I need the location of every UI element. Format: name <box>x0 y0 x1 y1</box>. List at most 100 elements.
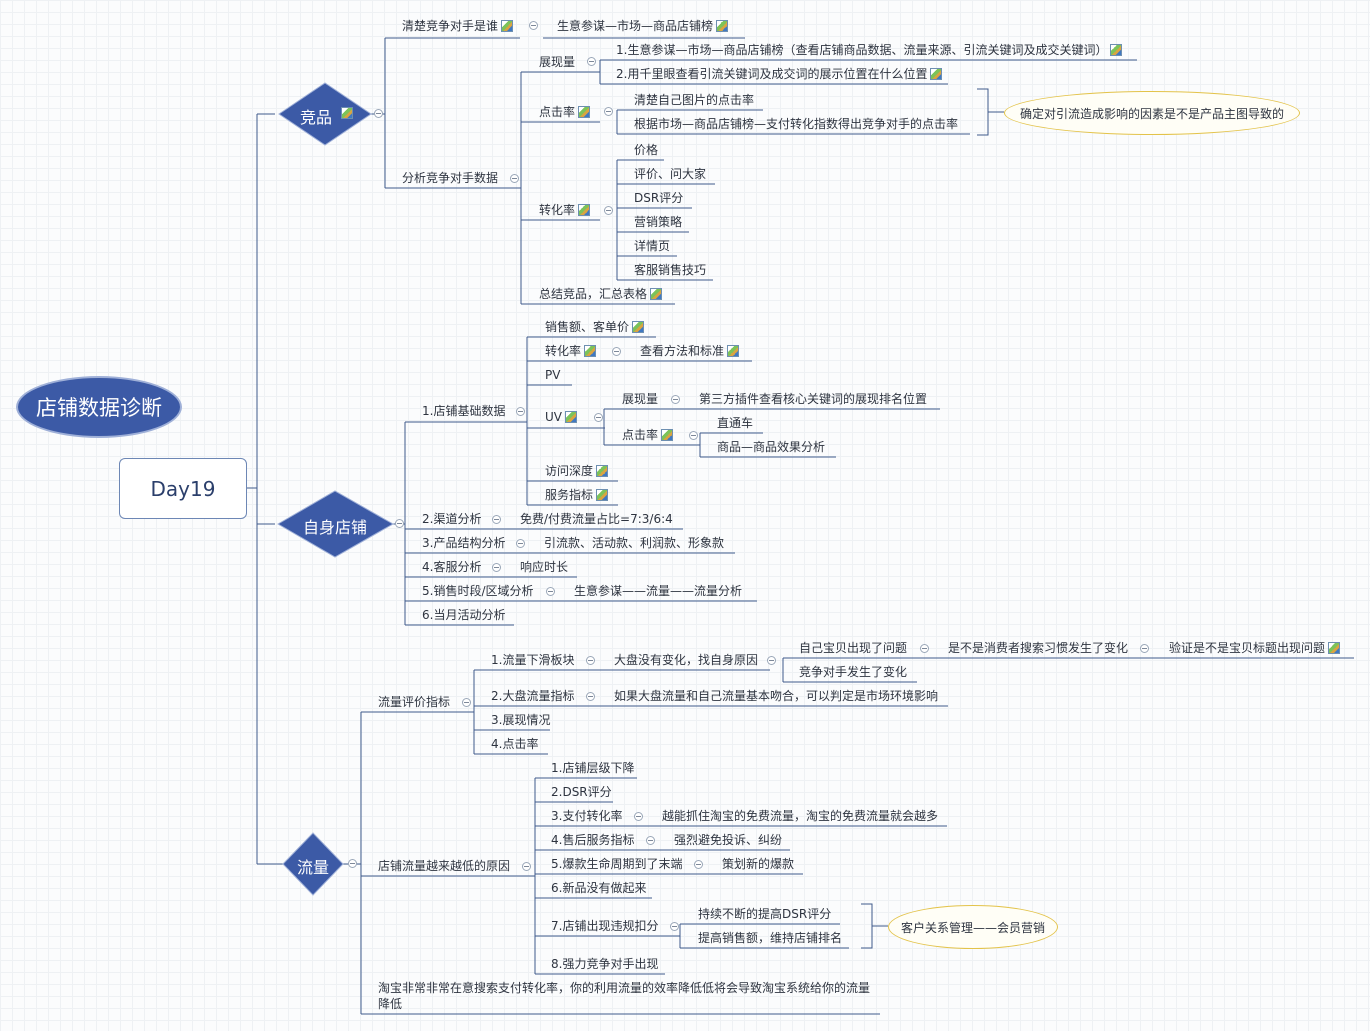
collapse-icon[interactable] <box>594 413 603 422</box>
node[interactable]: 提高销售额，维持店铺排名 <box>698 931 843 945</box>
node[interactable]: 清楚竞争对手是谁 <box>402 19 514 33</box>
collapse-icon[interactable] <box>492 563 501 572</box>
collapse-icon[interactable] <box>586 656 595 665</box>
node[interactable]: 点击率 <box>539 105 591 119</box>
node[interactable]: 3.展现情况 <box>491 713 551 727</box>
collapse-icon[interactable] <box>522 862 531 871</box>
collapse-icon[interactable] <box>510 174 519 183</box>
node[interactable]: 直通车 <box>717 416 754 430</box>
collapse-icon[interactable] <box>646 836 655 845</box>
collapse-icon[interactable] <box>587 57 596 66</box>
node[interactable]: 1.流量下滑板块 <box>491 653 575 667</box>
collapse-icon[interactable] <box>462 698 471 707</box>
node[interactable]: 竞争对手发生了变化 <box>799 665 908 679</box>
node[interactable]: 5.爆款生命周期到了末端 <box>551 857 683 871</box>
node-text[interactable]: 淘宝非常非常在意搜索支付转化率，你的利用流量的效率降低低将会导致淘宝系统给你的流… <box>378 981 871 995</box>
collapse-icon[interactable] <box>395 519 404 528</box>
node[interactable]: 2.DSR评分 <box>551 785 612 799</box>
image-icon[interactable] <box>727 345 740 357</box>
collapse-icon[interactable] <box>529 21 538 30</box>
image-icon[interactable] <box>578 106 591 118</box>
node[interactable]: 策划新的爆款 <box>722 857 795 871</box>
node[interactable]: 2.用千里眼查看引流关键词及成交词的展示位置在什么位置 <box>616 67 943 81</box>
collapse-icon[interactable] <box>516 407 525 416</box>
node[interactable]: 自己宝贝出现了问题 <box>799 641 908 655</box>
image-icon[interactable] <box>632 321 645 333</box>
image-icon[interactable] <box>1328 642 1341 654</box>
branch-jingpin-label[interactable]: 竞品 <box>300 108 333 127</box>
node[interactable]: 4.售后服务指标 <box>551 833 635 847</box>
node[interactable]: 转化率 <box>545 344 597 358</box>
collapse-icon[interactable] <box>586 692 595 701</box>
collapse-icon[interactable] <box>689 431 698 440</box>
node[interactable]: 服务指标 <box>545 488 609 502</box>
image-icon[interactable] <box>565 411 577 423</box>
node[interactable]: 7.店铺出现违规扣分 <box>551 919 659 933</box>
node[interactable]: 2.大盘流量指标 <box>491 689 575 703</box>
collapse-icon[interactable] <box>767 656 776 665</box>
node[interactable]: 免费/付费流量占比=7:3/6:4 <box>520 512 673 526</box>
root-node[interactable]: 店铺数据诊断 <box>16 376 182 438</box>
node[interactable]: 生意参谋——流量——流量分析 <box>574 584 743 598</box>
node[interactable]: 4.点击率 <box>491 737 539 751</box>
image-icon[interactable] <box>584 345 597 357</box>
node[interactable]: 第三方插件查看核心关键词的展现排名位置 <box>699 392 928 406</box>
image-icon[interactable] <box>1110 44 1123 56</box>
list-item[interactable]: 详情页 <box>634 239 671 253</box>
node[interactable]: 1.店铺层级下降 <box>551 761 635 775</box>
node[interactable]: 2.渠道分析 <box>422 512 482 526</box>
node-text[interactable]: 降低 <box>378 997 403 1011</box>
node[interactable]: 8.强力竞争对手出现 <box>551 957 659 971</box>
node[interactable]: 3.支付转化率 <box>551 809 623 823</box>
collapse-icon[interactable] <box>694 860 703 869</box>
list-item[interactable]: 价格 <box>634 143 659 157</box>
node[interactable]: 大盘没有变化，找自身原因 <box>614 653 759 667</box>
image-icon[interactable] <box>341 107 353 119</box>
collapse-icon[interactable] <box>612 347 621 356</box>
image-icon[interactable] <box>716 20 729 32</box>
collapse-icon[interactable] <box>671 395 680 404</box>
node[interactable]: 生意参谋—市场—商品店铺榜 <box>557 19 729 33</box>
node[interactable]: 点击率 <box>622 428 674 442</box>
branch-zishen-label[interactable]: 自身店铺 <box>303 518 368 537</box>
summary-note[interactable]: 确定对引流造成影响的因素是不是产品主图导致的 <box>1004 91 1300 135</box>
node[interactable]: 查看方法和标准 <box>640 344 740 358</box>
node[interactable]: 访问深度 <box>545 464 609 478</box>
collapse-icon[interactable] <box>920 644 929 653</box>
branch-liuliang-label[interactable]: 流量 <box>297 858 330 877</box>
collapse-icon[interactable] <box>1140 644 1149 653</box>
image-icon[interactable] <box>596 465 609 477</box>
image-icon[interactable] <box>596 489 609 501</box>
node[interactable]: 持续不断的提高DSR评分 <box>698 907 832 921</box>
collapse-icon[interactable] <box>516 539 525 548</box>
node[interactable]: 分析竞争对手数据 <box>402 171 499 185</box>
node[interactable]: 验证是不是宝贝标题出现问题 <box>1169 641 1341 655</box>
collapse-icon[interactable] <box>634 812 643 821</box>
collapse-icon[interactable] <box>492 515 501 524</box>
node[interactable]: 如果大盘流量和自己流量基本吻合，可以判定是市场环境影响 <box>614 689 939 703</box>
node[interactable]: 引流款、活动款、利润款、形象款 <box>544 536 725 550</box>
image-icon[interactable] <box>578 204 591 216</box>
list-item[interactable]: DSR评分 <box>634 191 684 205</box>
node[interactable]: 展现量 <box>622 392 659 406</box>
list-item[interactable]: 营销策略 <box>634 215 683 229</box>
node[interactable]: 展现量 <box>539 55 576 69</box>
collapse-icon[interactable] <box>546 587 555 596</box>
node[interactable]: 4.客服分析 <box>422 560 482 574</box>
node[interactable]: 清楚自己图片的点击率 <box>634 93 755 107</box>
node[interactable]: 商品—商品效果分析 <box>717 440 826 454</box>
collapse-icon[interactable] <box>374 109 383 118</box>
list-item[interactable]: 评价、问大家 <box>634 167 707 181</box>
image-icon[interactable] <box>661 429 674 441</box>
node[interactable]: 销售额、客单价 <box>545 320 645 334</box>
node[interactable]: 强烈避免投诉、纠纷 <box>674 833 783 847</box>
image-icon[interactable] <box>650 288 663 300</box>
node[interactable]: 是不是消费者搜索习惯发生了变化 <box>948 641 1129 655</box>
collapse-icon[interactable] <box>604 107 613 116</box>
node[interactable]: 转化率 <box>539 203 591 217</box>
node[interactable]: 6.新品没有做起来 <box>551 881 647 895</box>
node[interactable]: 店铺流量越来越低的原因 <box>378 859 511 873</box>
node[interactable]: 3.产品结构分析 <box>422 536 506 550</box>
collapse-icon[interactable] <box>670 922 679 931</box>
node[interactable]: PV <box>545 368 561 382</box>
